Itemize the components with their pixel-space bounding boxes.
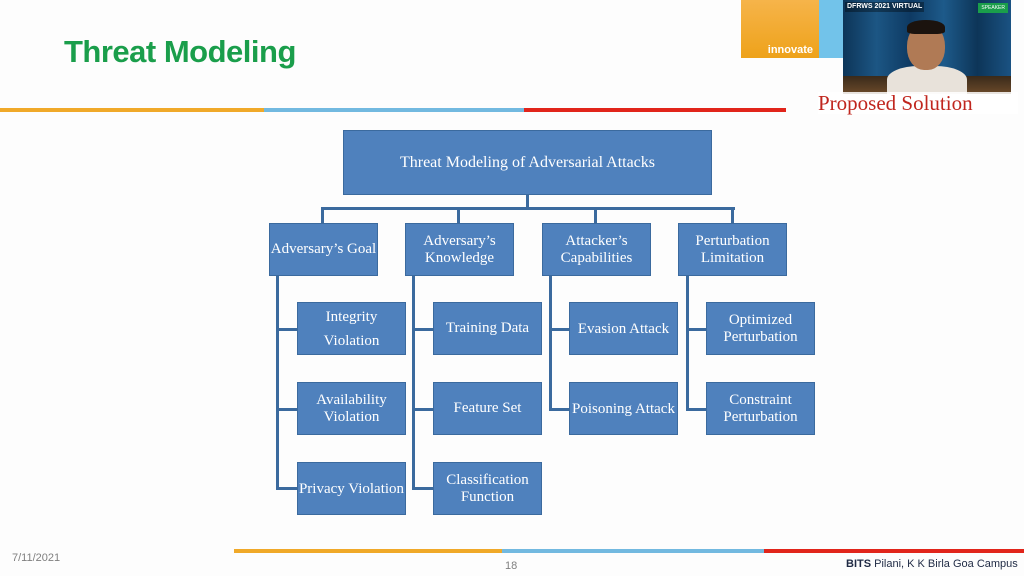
org-bold: BITS	[846, 558, 872, 570]
footer-date: 7/11/2021	[12, 552, 61, 564]
speaker-video: DFRWS 2021 VIRTUAL SPEAKER	[843, 0, 1011, 94]
category-node: Attacker’s Capabilities	[542, 223, 651, 276]
root-node: Threat Modeling of Adversarial Attacks	[343, 130, 712, 195]
leaf-node: Classification Function	[433, 462, 542, 515]
leaf-node: Evasion Attack	[569, 302, 678, 355]
leaf-node: Optimized Perturbation	[706, 302, 815, 355]
overlay-caption: Proposed Solution	[818, 92, 1018, 114]
category-node: Adversary’s Goal	[269, 223, 378, 276]
page-number: 18	[505, 560, 518, 572]
category-node: Adversary’s Knowledge	[405, 223, 514, 276]
leaf-node: Poisoning Attack	[569, 382, 678, 435]
leaf-node: Privacy Violation	[297, 462, 406, 515]
bottom-rule-blue	[502, 549, 764, 553]
bottom-rule-orange	[234, 549, 502, 553]
event-logo: DFRWS 2021 VIRTUAL	[845, 2, 925, 12]
brand-word: innovate	[767, 44, 813, 56]
slide-title: Threat Modeling	[64, 34, 296, 69]
leaf-node: Training Data	[433, 302, 542, 355]
category-node: Perturbation Limitation	[678, 223, 787, 276]
top-rule-red	[524, 108, 786, 112]
brand-logo-block: innovate	[741, 0, 819, 58]
speaker-hair	[907, 20, 945, 34]
top-rule-blue	[264, 108, 524, 112]
leaf-node: Integrity Violation	[297, 302, 406, 355]
leaf-node: Availability Violation	[297, 382, 406, 435]
footer-organization: BITS Pilani, K K Birla Goa Campus	[846, 558, 1018, 570]
speaker-body	[887, 66, 967, 94]
top-rule-orange	[0, 108, 264, 112]
brand-accent-block	[819, 0, 843, 58]
org-rest: Pilani, K K Birla Goa Campus	[871, 558, 1018, 570]
speaker-badge: SPEAKER	[978, 3, 1008, 13]
bottom-rule-red	[764, 549, 1024, 553]
leaf-node: Constraint Perturbation	[706, 382, 815, 435]
leaf-node: Feature Set	[433, 382, 542, 435]
